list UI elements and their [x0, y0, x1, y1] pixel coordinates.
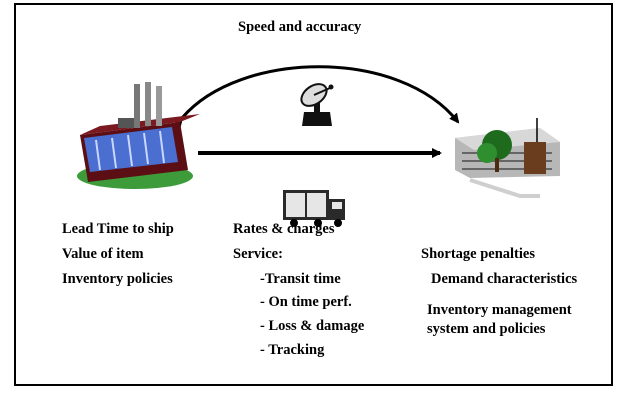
right-item-3b: system and policies: [427, 321, 546, 337]
warehouse-icon: [455, 118, 560, 198]
right-item-1: Shortage penalties: [421, 246, 535, 262]
service-item-1: -Transit time: [260, 271, 341, 287]
left-item-3: Inventory policies: [62, 271, 173, 287]
truck-icon: [283, 190, 345, 227]
left-item-1: Lead Time to ship: [62, 221, 174, 237]
service-item-2: - On time perf.: [260, 294, 352, 310]
information-flow-arrow: [173, 65, 460, 128]
middle-heading-service: Service:: [233, 246, 283, 262]
right-item-3a: Inventory management: [427, 302, 572, 318]
service-item-4: - Tracking: [260, 342, 325, 358]
left-item-2: Value of item: [62, 246, 144, 262]
service-item-3: - Loss & damage: [260, 318, 365, 334]
diagram-title: Speed and accuracy: [238, 19, 362, 35]
middle-heading-rates: Rates & charges: [233, 221, 335, 237]
right-item-2: Demand characteristics: [431, 271, 578, 287]
factory-icon: [77, 82, 200, 189]
satellite-dish-icon: [300, 83, 334, 126]
